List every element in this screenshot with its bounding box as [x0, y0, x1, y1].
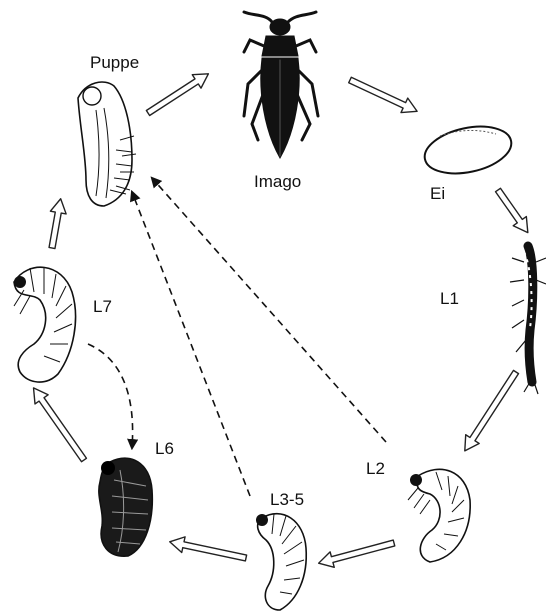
larva-l2-icon	[408, 469, 470, 562]
cycle-arrow-ei-to-l1	[491, 185, 534, 237]
larva-l6-icon	[99, 458, 152, 556]
cycle-arrow-imago-to-ei	[347, 73, 421, 119]
label-puppe: Puppe	[90, 54, 139, 71]
beetle-icon	[244, 12, 318, 158]
cycle-arrow-l1-to-l2	[458, 368, 523, 456]
cycle-arrow-l2-to-l3-5	[317, 535, 396, 571]
label-ei: Ei	[430, 185, 445, 202]
label-l3-5: L3-5	[270, 491, 304, 508]
cycle-arrow-l3-5-to-l6	[168, 534, 248, 566]
dashed-arrow-l3-5-to-puppe	[132, 192, 250, 496]
label-l1: L1	[440, 290, 459, 307]
larva-l3-5-icon	[256, 514, 306, 610]
pupa-icon	[78, 82, 136, 206]
label-l2: L2	[366, 460, 385, 477]
label-l7: L7	[93, 298, 112, 315]
egg-icon	[420, 119, 515, 180]
cycle-arrow-puppe-to-imago	[144, 67, 213, 120]
cycle-arrow-l7-to-puppe	[44, 197, 68, 249]
dashed-arrow-l2-to-puppe	[152, 178, 386, 442]
larva-l7-icon	[14, 267, 76, 382]
cycle-arrow-l6-to-l7	[27, 383, 91, 464]
label-imago: Imago	[254, 173, 301, 190]
label-l6: L6	[155, 440, 174, 457]
dashed-arrow-l7-to-l6	[88, 344, 133, 448]
